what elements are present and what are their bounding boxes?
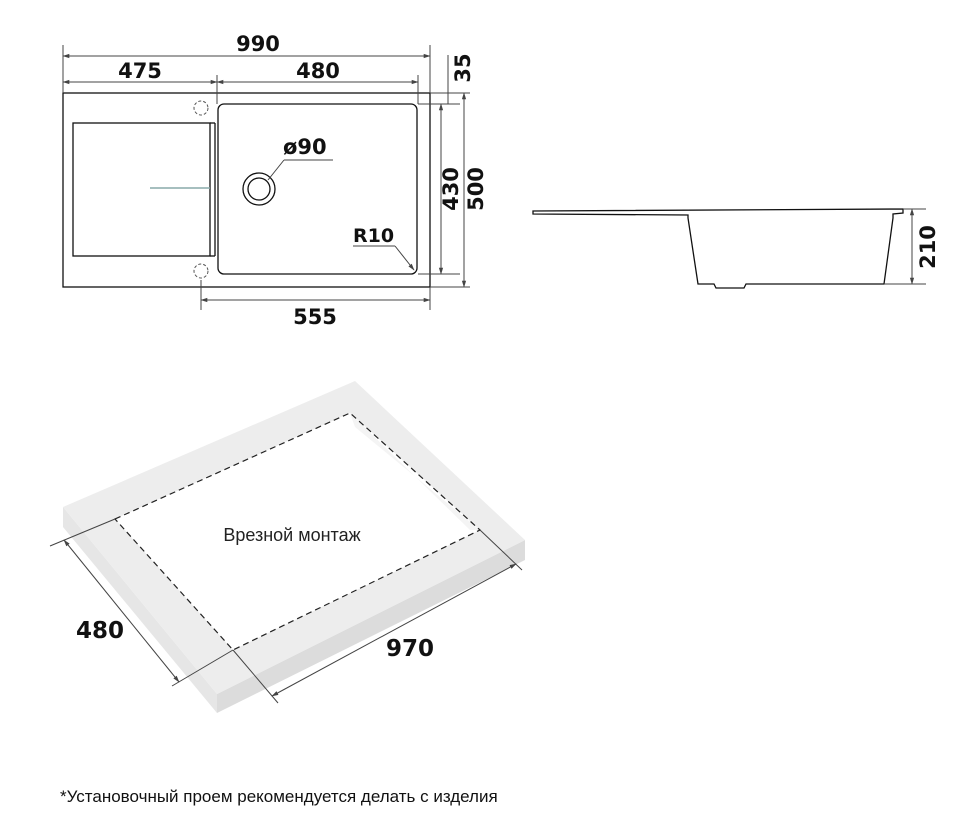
dim-text-diameter: ø90 xyxy=(283,135,327,159)
installation-footnote: *Установочный проем рекомендуется делать… xyxy=(60,787,498,806)
dim-text-cut-970: 970 xyxy=(386,636,434,662)
top-view: 990 475 480 35 430 500 ø90 R10 555 xyxy=(62,32,488,329)
cutout-opening xyxy=(115,413,480,650)
dim-text-480: 480 xyxy=(296,59,340,83)
tap-hole-top xyxy=(193,100,209,116)
tap-hole-bottom xyxy=(193,263,209,279)
cutout-view: 480 970 Врезной монтаж xyxy=(49,381,525,713)
dim-text-35: 35 xyxy=(451,53,475,82)
dim-text-cut-480: 480 xyxy=(76,618,124,644)
bowl-outline xyxy=(217,103,418,275)
dim-text-555: 555 xyxy=(293,305,337,329)
dim-text-210: 210 xyxy=(916,225,940,269)
dim-text-430: 430 xyxy=(439,167,463,211)
side-view: 210 xyxy=(532,208,940,289)
dim-line-cut-970 xyxy=(271,563,517,697)
dim-text-475: 475 xyxy=(118,59,162,83)
side-profile xyxy=(532,208,904,289)
dim-text-500: 500 xyxy=(464,167,488,211)
dim-text-990: 990 xyxy=(236,32,280,56)
cutout-caption: Врезной монтаж xyxy=(223,525,360,545)
drain-hole xyxy=(242,172,276,206)
dim-text-radius: R10 xyxy=(353,225,394,247)
sink-outline xyxy=(62,92,431,288)
dim-line-cut-480 xyxy=(63,539,180,683)
drainer-panel xyxy=(72,122,211,257)
